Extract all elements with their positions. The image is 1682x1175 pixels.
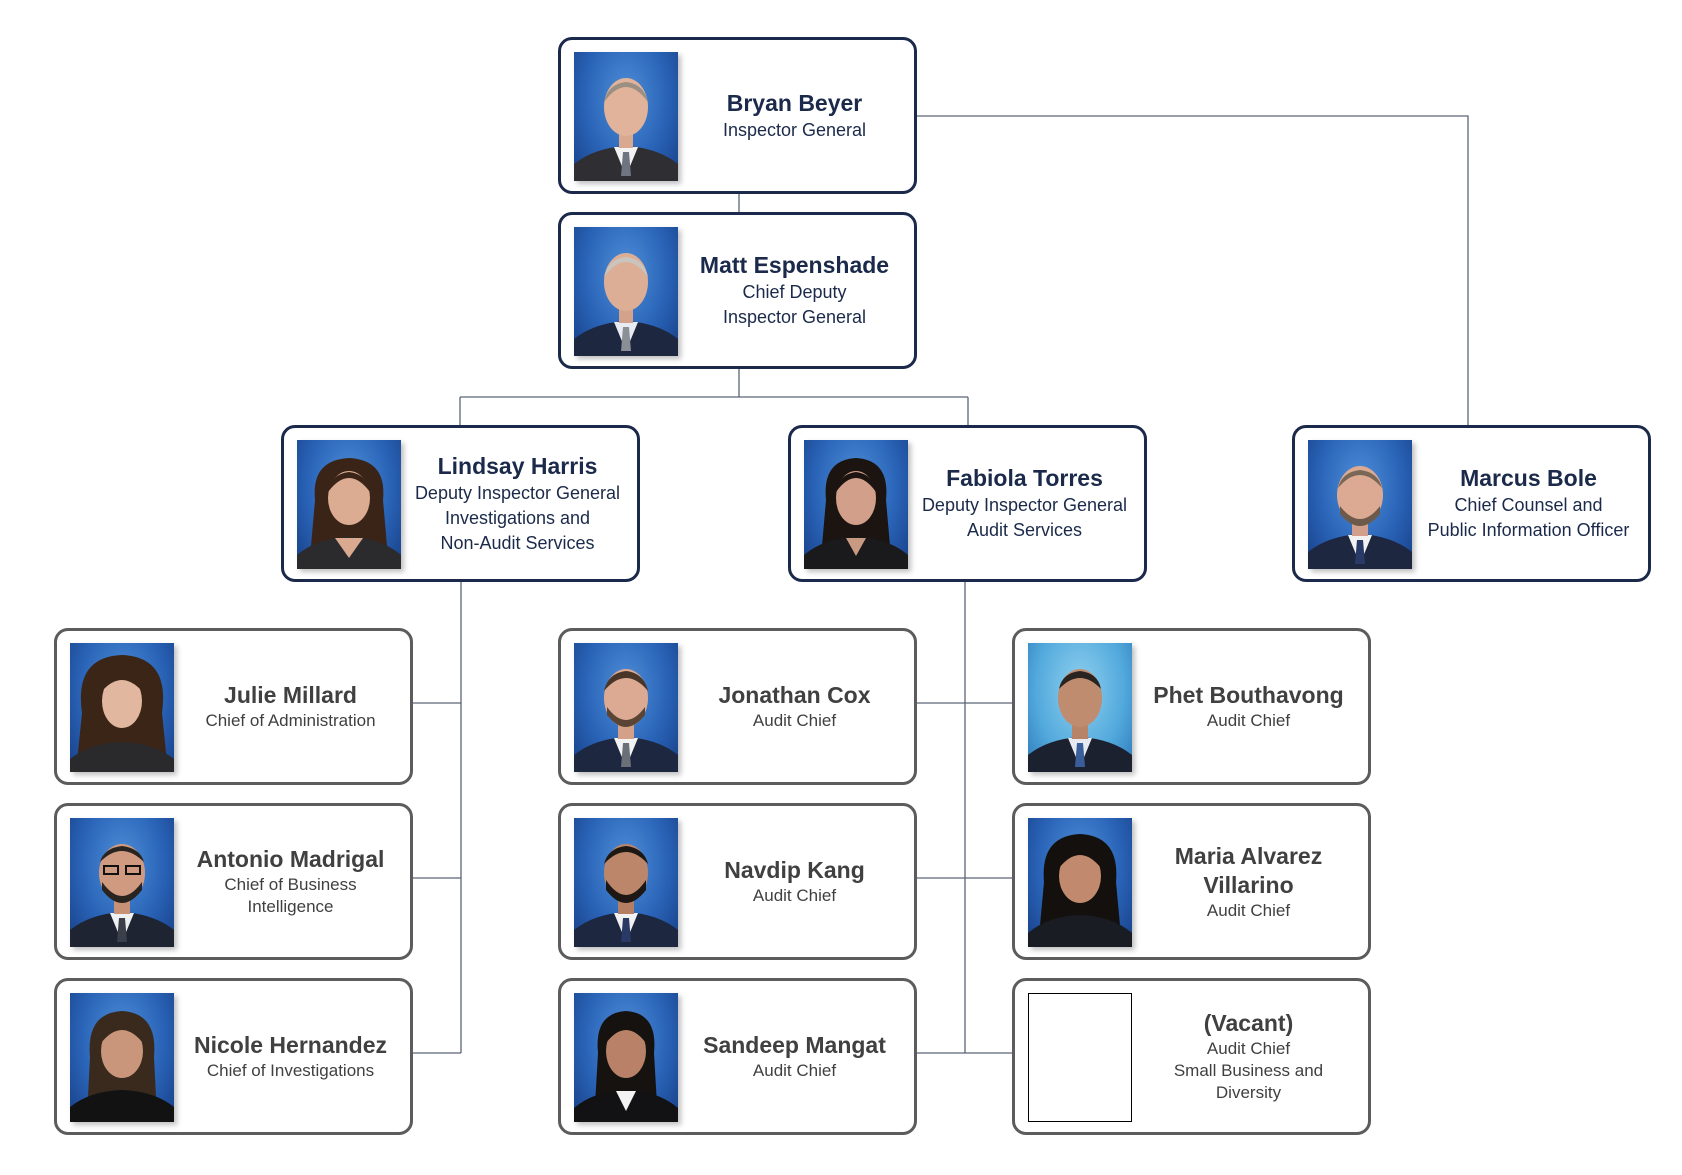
person-title-line: Audit Chief xyxy=(752,1061,837,1080)
person-name: Nicole Hernandez xyxy=(194,1032,387,1058)
portrait-photo xyxy=(574,227,678,356)
person-title-line: Audit Chief xyxy=(1206,1039,1291,1058)
person-title-line: Audit Chief xyxy=(752,711,837,730)
person-title-line: Deputy Inspector General xyxy=(414,482,621,503)
person-title-line: Chief of Administration xyxy=(205,711,376,730)
portrait-photo xyxy=(804,440,908,569)
portrait-photo xyxy=(1308,440,1412,569)
person-name: Fabiola Torres xyxy=(946,465,1103,491)
card-fabiola-torres: Fabiola Torres Deputy Inspector General … xyxy=(788,425,1147,582)
portrait-photo xyxy=(70,993,174,1122)
person-title-line: Small Business and xyxy=(1173,1061,1324,1080)
person-name: Jonathan Cox xyxy=(718,682,871,708)
person-title-line: Chief of Investigations xyxy=(206,1061,375,1080)
person-name: Lindsay Harris xyxy=(437,452,598,479)
vacant-photo-placeholder xyxy=(1028,993,1132,1122)
person-name: Marcus Bole xyxy=(1460,465,1597,491)
person-title-line: Intelligence xyxy=(247,897,334,916)
person-title-line: Chief Deputy xyxy=(742,282,847,302)
person-name: Maria Alvarez Villarino xyxy=(1174,842,1323,898)
portrait-photo xyxy=(574,643,678,772)
card-vacant: (Vacant) Audit Chief Small Business and … xyxy=(1012,978,1371,1135)
portrait-photo xyxy=(574,818,678,947)
person-title-line: Deputy Inspector General xyxy=(921,495,1128,515)
card-navdip-kang: Navdip Kang Audit Chief xyxy=(558,803,917,960)
card-julie-millard: Julie Millard Chief of Administration xyxy=(54,628,413,785)
portrait-photo xyxy=(70,643,174,772)
portrait-photo xyxy=(1028,818,1132,947)
person-name: Julie Millard xyxy=(224,682,357,708)
card-lindsay-harris: Lindsay Harris Deputy Inspector General … xyxy=(281,425,640,582)
person-name: Bryan Beyer xyxy=(726,89,863,116)
portrait-photo xyxy=(297,440,401,569)
person-title-line: Diversity xyxy=(1215,1083,1282,1102)
person-title-line: Inspector General xyxy=(722,119,867,140)
card-phet-bouthavong: Phet Bouthavong Audit Chief xyxy=(1012,628,1371,785)
card-marcus-bole: Marcus Bole Chief Counsel and Public Inf… xyxy=(1292,425,1651,582)
card-bryan-beyer: Bryan Beyer Inspector General xyxy=(558,37,917,194)
portrait-photo xyxy=(70,818,174,947)
person-name: Phet Bouthavong xyxy=(1153,682,1344,708)
portrait-photo xyxy=(1028,643,1132,772)
person-name: Matt Espenshade xyxy=(699,252,890,278)
person-title-line: Investigations and xyxy=(444,507,591,528)
person-title-line: Audit Chief xyxy=(1206,711,1291,730)
card-sandeep-mangat: Sandeep Mangat Audit Chief xyxy=(558,978,917,1135)
person-title-line: Chief Counsel and xyxy=(1454,495,1603,515)
portrait-photo xyxy=(574,52,678,181)
person-title-line: Chief of Business xyxy=(224,875,357,894)
person-title-line: Audit Services xyxy=(966,520,1083,540)
person-name: Sandeep Mangat xyxy=(703,1032,886,1058)
card-jonathan-cox: Jonathan Cox Audit Chief xyxy=(558,628,917,785)
person-name: (Vacant) xyxy=(1203,1010,1294,1036)
person-title-line: Audit Chief xyxy=(1206,900,1291,920)
person-name: Navdip Kang xyxy=(724,857,865,883)
person-title-line: Inspector General xyxy=(722,307,867,327)
person-title-line: Non-Audit Services xyxy=(440,532,595,553)
card-nicole-hernandez: Nicole Hernandez Chief of Investigations xyxy=(54,978,413,1135)
person-title-line: Audit Chief xyxy=(752,886,837,905)
card-antonio-madrigal: Antonio Madrigal Chief of Business Intel… xyxy=(54,803,413,960)
person-title-line: Public Information Officer xyxy=(1427,520,1630,540)
card-matt-espenshade: Matt Espenshade Chief Deputy Inspector G… xyxy=(558,212,917,369)
portrait-photo xyxy=(574,993,678,1122)
card-maria-alvarez-villarino: Maria Alvarez Villarino Audit Chief xyxy=(1012,803,1371,960)
person-name: Antonio Madrigal xyxy=(196,846,385,872)
